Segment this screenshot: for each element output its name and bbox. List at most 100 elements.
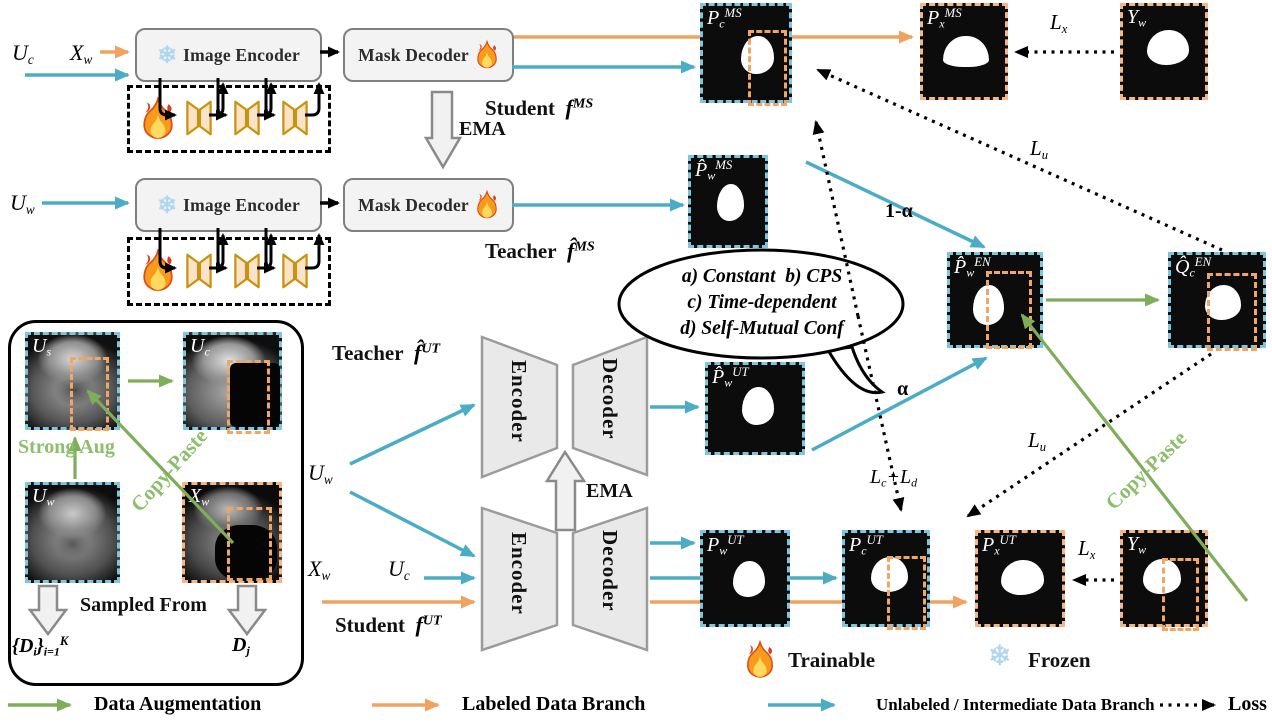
paste-region-outline xyxy=(227,360,270,434)
adapter-box-student xyxy=(127,85,331,153)
legend-loss: Loss xyxy=(1228,693,1267,715)
tile-label: PcMS xyxy=(707,6,742,31)
pasted-dark-patch xyxy=(230,363,280,427)
flame-icon xyxy=(744,640,776,680)
paste-region-outline xyxy=(986,271,1032,349)
mask-blob xyxy=(742,387,774,425)
image-encoder-box-student: ❄ Image Encoder xyxy=(135,28,322,82)
student-ms-label: Student fMS xyxy=(485,95,594,120)
tile-label: Xw xyxy=(189,485,210,509)
tile-label: PcUT xyxy=(849,533,883,558)
image-encoder-label: Image Encoder xyxy=(183,44,300,65)
adapter-bowtie-icon xyxy=(234,252,260,290)
adapter-bowtie-icon xyxy=(234,99,260,137)
snowflake-icon: ❄ xyxy=(157,191,178,219)
tile-uw-image: Uw xyxy=(25,482,120,583)
tile-uc-image: Uc xyxy=(183,332,282,434)
tile-px-ut: PxUT xyxy=(975,530,1065,627)
tile-label: Yw xyxy=(1127,533,1147,557)
legend-data-augmentation: Data Augmentation xyxy=(94,693,262,715)
tile-yw-bottom: Yw xyxy=(1120,530,1208,631)
tile-pw-ut-hat: P̂wUT xyxy=(705,362,805,455)
strong-aug-label: Strong Aug xyxy=(18,436,115,458)
paste-region-outline xyxy=(887,556,926,630)
label-xw-ut: Xw xyxy=(308,556,331,583)
lu-label-bottom: Lu xyxy=(1028,428,1046,454)
ema-up-arrow xyxy=(544,449,587,532)
image-encoder-box-teacher: ❄ Image Encoder xyxy=(135,178,322,232)
legend-unlabeled-branch: Unlabeled / Intermediate Data Branch xyxy=(876,695,1155,714)
tile-qc-en-hat: Q̂cEN xyxy=(1168,252,1266,351)
tile-label: PxUT xyxy=(982,533,1016,558)
label-xw: Xw xyxy=(70,40,93,67)
bubble-line-1: a) Constant b) CPS xyxy=(681,266,843,287)
alpha-arrow xyxy=(811,356,988,452)
ema-label-top: EMA xyxy=(459,118,506,140)
tile-pw-ms-hat: P̂wMS xyxy=(688,155,768,248)
label-uw: Uw xyxy=(10,190,35,217)
ema-label-ut: EMA xyxy=(586,480,633,502)
flame-icon xyxy=(475,190,499,220)
flame-icon xyxy=(140,248,176,294)
label-uw-ut: Uw xyxy=(308,460,333,487)
copy-paste-right-label: Copy-Paste xyxy=(1100,425,1192,515)
tile-pc-ut: PcUT xyxy=(842,530,930,630)
uw-to-student-encoder-arrow xyxy=(349,490,476,558)
tile-label: P̂wEN xyxy=(954,255,991,280)
student-encoder-label: Encoder xyxy=(507,532,531,615)
mask-blob xyxy=(1001,560,1044,595)
tile-label: Yw xyxy=(1127,6,1147,30)
mask-decoder-box-teacher: Mask Decoder xyxy=(343,178,514,232)
mask-blob xyxy=(1147,30,1189,65)
tile-label: Uc xyxy=(190,335,210,359)
mask-blob xyxy=(733,561,765,597)
adapter-bowtie-icon xyxy=(282,252,308,290)
tile-label: PwUT xyxy=(707,533,744,558)
snowflake-icon: ❄ xyxy=(988,639,1012,672)
tile-label: PxMS xyxy=(927,6,962,31)
tile-label: P̂wUT xyxy=(712,365,749,390)
one-minus-alpha-label: 1-α xyxy=(885,200,913,222)
tile-px-ms: PxMS xyxy=(920,3,1008,100)
mask-blob xyxy=(717,184,744,221)
adapter-bowtie-icon xyxy=(186,99,212,137)
lc-plus-ld-label: Lc+Ld xyxy=(870,466,918,490)
mask-blob xyxy=(741,36,774,74)
adapter-bowtie-icon xyxy=(186,252,212,290)
student-decoder-label: Decoder xyxy=(598,530,622,612)
flame-icon xyxy=(475,40,499,70)
tile-label: P̂wMS xyxy=(695,158,733,183)
tile-label: Us xyxy=(32,335,52,359)
paste-region-outline xyxy=(227,507,272,581)
legend-labeled-branch: Labeled Data Branch xyxy=(462,693,646,715)
lx-label-top: Lx xyxy=(1050,10,1068,36)
teacher-decoder-label: Decoder xyxy=(598,358,622,440)
image-encoder-label: Image Encoder xyxy=(183,194,300,215)
dataset-j-label: Dj xyxy=(232,634,250,658)
sampled-from-label: Sampled From xyxy=(80,594,207,616)
dataset-set-label: {Di}i=1K xyxy=(12,634,69,659)
tile-xw-image: Xw xyxy=(182,482,282,583)
frozen-label: Frozen xyxy=(1028,648,1091,672)
teacher-encoder-label: Encoder xyxy=(507,360,531,443)
augmentation-box xyxy=(8,320,304,686)
teacher-ms-label: Teacher f̂MS xyxy=(485,238,595,263)
tile-us-image: Us xyxy=(25,332,120,431)
bubble-line-3: d) Self-Mutual Conf xyxy=(680,318,844,339)
student-ut-label: Student fUT xyxy=(335,612,442,637)
tile-label: Q̂cEN xyxy=(1175,255,1212,280)
paste-region-outline xyxy=(748,30,787,106)
bubble-line-2: c) Time-dependent xyxy=(687,292,837,313)
mask-decoder-box-student: Mask Decoder xyxy=(343,28,514,82)
tile-label: Uw xyxy=(32,485,55,509)
tile-pw-ut: PwUT xyxy=(700,530,790,627)
paste-region-outline xyxy=(70,357,109,431)
teacher-ut-label: Teacher f̂UT xyxy=(332,340,441,365)
lu-label-top: Lu xyxy=(1030,136,1048,162)
mask-decoder-label: Mask Decoder xyxy=(358,194,469,215)
paste-region-outline xyxy=(1207,273,1257,351)
flame-icon xyxy=(140,96,176,142)
alpha-label: α xyxy=(897,378,909,400)
ema-down-arrow xyxy=(423,90,463,170)
